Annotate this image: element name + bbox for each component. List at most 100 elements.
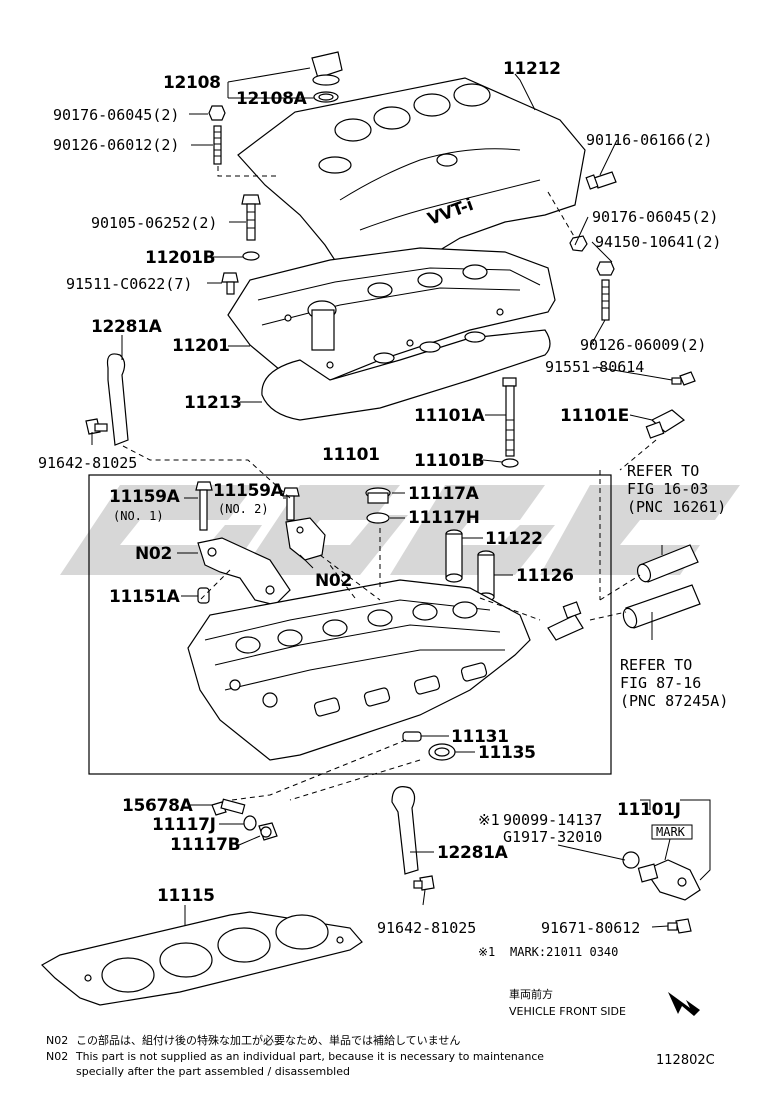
label-90126-06009: 90126-06009(2)	[580, 336, 706, 354]
label-91511-C0622: 91511-C0622(7)	[66, 275, 192, 293]
bolt-11159A-no2	[282, 487, 300, 521]
label-91671-80612: 91671-80612	[541, 919, 640, 937]
hose-pnc-16261	[636, 544, 699, 583]
label-90176-06045-left: 90176-06045(2)	[53, 106, 179, 124]
label-11213: 11213	[184, 393, 242, 413]
label-11159A-no1-sub: (NO. 1)	[113, 509, 164, 523]
stud-90126-06009	[601, 279, 610, 321]
ref2-line1: REFER TO	[620, 656, 692, 674]
label-90099-14137: 90099-14137	[503, 811, 602, 829]
stud-90126-06012	[213, 125, 222, 165]
nut-94150-10641	[596, 261, 615, 276]
cylinder-head-subassembly-box	[88, 474, 612, 775]
label-11101: 11101	[322, 445, 380, 465]
plug-11117A	[365, 487, 391, 504]
camshaft-bearing-cap-no2	[285, 517, 326, 561]
sensor-11101J	[637, 859, 701, 901]
leader-lines	[91, 67, 711, 928]
cylinder-head-cover-11212: VVT-i	[237, 77, 586, 283]
head-cover-gasket-11213	[261, 329, 551, 421]
mark-box-text: MARK	[656, 825, 686, 839]
hose-pnc-87245A	[622, 584, 701, 629]
note-en-line2: specially after the part assembled / dis…	[76, 1065, 350, 1078]
nut-90176-06045-right	[569, 235, 588, 252]
label-90116-06166: 90116-06166(2)	[586, 131, 712, 149]
label-11131: 11131	[451, 727, 509, 747]
ref1-line3: (PNC 16261)	[627, 498, 726, 516]
seal-washer-11201B	[242, 251, 260, 261]
mark-box	[651, 824, 693, 840]
oil-filler-cap-gasket-12108A	[313, 91, 339, 103]
label-11159A-no1: 11159A	[109, 487, 181, 507]
label-12281A-bottom: 12281A	[437, 843, 509, 863]
label-11151A: 11151A	[109, 587, 181, 607]
label-11117J: 11117J	[152, 815, 216, 835]
label-11159A-no2: 11159A	[213, 481, 285, 501]
nut-90176-06045-left	[208, 105, 226, 121]
label-n02-right: N02	[315, 571, 352, 591]
label-n02-left: N02	[135, 544, 172, 564]
vehicle-front-arrow	[668, 992, 700, 1016]
label-11122: 11122	[485, 529, 543, 549]
bolt-91642-81025-top	[85, 418, 108, 435]
label-12281A-top: 12281A	[91, 317, 163, 337]
water-outlet-fitting	[547, 601, 584, 641]
label-11101A: 11101A	[414, 406, 486, 426]
camshaft-bearing-cap-no1	[197, 537, 291, 606]
label-90176-06045-right: 90176-06045(2)	[592, 208, 718, 226]
o-ring-90099-14137	[622, 851, 640, 869]
ref1-line2: FIG 16-03	[627, 480, 708, 498]
mark-note: MARK:21011 0340	[510, 945, 618, 959]
label-90126-06012: 90126-06012(2)	[53, 136, 179, 154]
label-12108: 12108	[163, 73, 221, 93]
bolt-91642-81025-bottom	[413, 875, 435, 891]
label-15678A: 15678A	[122, 796, 194, 816]
label-11135: 11135	[478, 743, 536, 763]
label-11101J: 11101J	[617, 800, 681, 820]
gasket-11117J	[243, 815, 257, 831]
note-code-en: N02	[46, 1050, 68, 1063]
engine-hanger-12281A-top	[106, 353, 129, 446]
label-11201B: 11201B	[145, 248, 215, 268]
label-11101B: 11101B	[414, 451, 484, 471]
part-labels: 12108 12108A 11212 90176-06045(2) 90126-…	[38, 59, 728, 1078]
label-94150-10641: 94150-10641(2)	[595, 233, 721, 251]
pin-11151A	[197, 587, 210, 604]
bolt-15678A	[211, 798, 246, 816]
label-91642-81025-bottom: 91642-81025	[377, 919, 476, 937]
screw-91551-80614	[671, 371, 696, 386]
label-12108A: 12108A	[236, 89, 308, 109]
label-11117H: 11117H	[408, 508, 480, 528]
direction-en: VEHICLE FRONT SIDE	[509, 1005, 626, 1018]
plug-11101E	[645, 409, 686, 439]
bolt-91671-80612	[667, 918, 692, 934]
label-11117A: 11117A	[408, 484, 480, 504]
cylinder-head-gasket-11115	[41, 911, 363, 1006]
label-11117B: 11117B	[170, 835, 240, 855]
label-11201: 11201	[172, 336, 230, 356]
label-11159A-no2-sub: (NO. 2)	[218, 502, 269, 516]
dashed-reference-lines	[122, 166, 657, 801]
bolt-90116-06166	[585, 171, 617, 190]
label-91551-80614: 91551-80614	[545, 358, 644, 376]
engine-hanger-12281A-bottom	[391, 786, 419, 875]
ref2-line2: FIG 87-16	[620, 674, 701, 692]
label-11126: 11126	[516, 566, 574, 586]
oil-filler-cap-12108	[311, 51, 343, 86]
direction-jp: 車両前方	[509, 987, 553, 1001]
label-91642-81025-top: 91642-81025	[38, 454, 137, 472]
label-11115: 11115	[157, 886, 215, 906]
label-90105-06252: 90105-06252(2)	[91, 214, 217, 232]
bolt-11159A-no1	[195, 481, 213, 531]
label-11212: 11212	[503, 59, 561, 79]
star-note-2: ※1	[478, 945, 495, 959]
bolt-91511-C0622	[221, 272, 239, 295]
guide-11122	[445, 529, 463, 583]
star-note-1: ※1	[478, 811, 500, 829]
washer-11101B	[501, 458, 519, 468]
cylinder-head-11101	[187, 579, 531, 761]
cylinder-head-cover-11201	[227, 247, 556, 386]
ref1-line1: REFER TO	[627, 462, 699, 480]
note-en-line1: This part is not supplied as an individu…	[75, 1050, 544, 1063]
